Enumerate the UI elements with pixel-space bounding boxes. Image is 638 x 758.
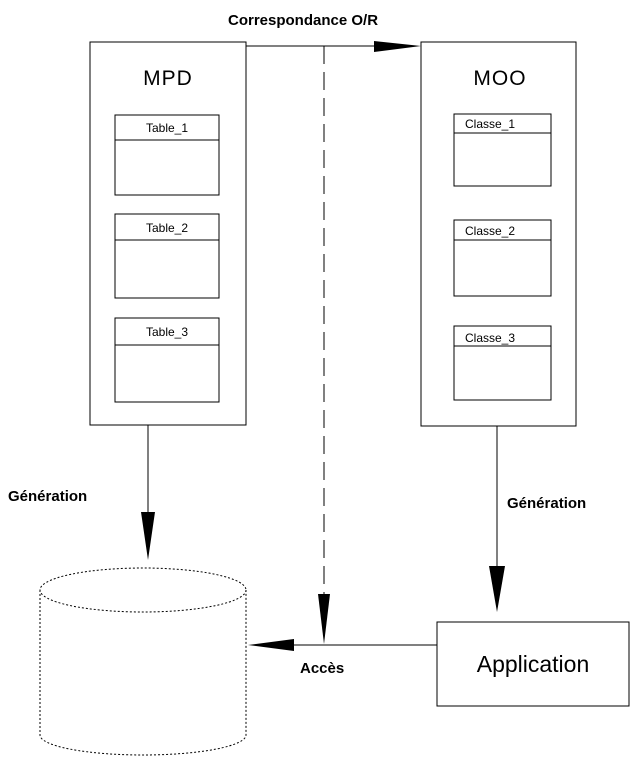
moo-title: MOO xyxy=(473,67,526,90)
table-1: Table_1 xyxy=(114,114,220,196)
class-1-label: Classe_1 xyxy=(465,117,515,131)
table-2-label: Table_2 xyxy=(146,221,188,235)
application-label: Application xyxy=(477,651,590,677)
mapping-arrow xyxy=(246,41,421,52)
access-arrow xyxy=(248,639,437,651)
application-box: Application xyxy=(436,621,630,707)
table-1-label: Table_1 xyxy=(146,121,188,135)
generation-label-right: Génération xyxy=(507,495,586,512)
generation-arrow-right xyxy=(489,426,505,612)
table-3: Table_3 xyxy=(114,317,220,403)
generation-label-left: Génération xyxy=(8,488,87,505)
class-3: Classe_3 xyxy=(453,325,552,401)
dashed-access-arrow xyxy=(318,46,330,644)
class-1: Classe_1 xyxy=(453,113,552,187)
class-2-label: Classe_2 xyxy=(465,224,515,238)
generation-arrow-left xyxy=(141,425,155,560)
mpd-frame xyxy=(89,41,247,426)
class-2: Classe_2 xyxy=(453,219,552,297)
access-label: Accès xyxy=(300,660,344,677)
mapping-label: Correspondance O/R xyxy=(228,12,378,29)
table-2: Table_2 xyxy=(114,213,220,299)
database-cylinder xyxy=(39,567,247,756)
moo-frame xyxy=(420,41,577,427)
moo-model: MOO Classe_1 Classe_2 Classe_3 xyxy=(420,41,577,427)
class-3-label: Classe_3 xyxy=(465,331,515,345)
table-3-label: Table_3 xyxy=(146,325,188,339)
mpd-model: MPD Table_1 Table_2 Table_3 xyxy=(89,41,247,426)
mpd-title: MPD xyxy=(143,67,193,90)
